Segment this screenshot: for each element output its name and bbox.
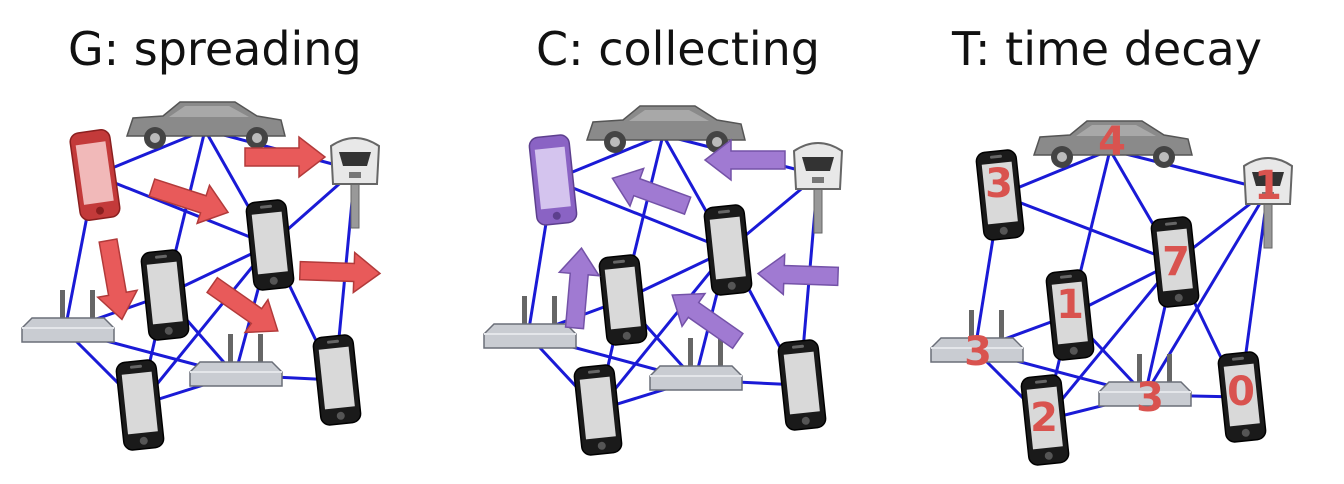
phone-icon: [572, 363, 624, 457]
panel-spreading: [21, 101, 382, 452]
decay-value-meter: 1: [1254, 163, 1282, 209]
phone-icon: [114, 358, 166, 452]
decay-value-router-center: 3: [1136, 375, 1164, 421]
phone-icon: [244, 198, 296, 292]
phone-icon: [311, 333, 363, 427]
panel-title-collecting: C: collecting: [536, 22, 820, 76]
phone-icon: [68, 127, 122, 223]
car-icon: [126, 101, 286, 150]
arrow-icon: [553, 245, 603, 331]
parking-meter-icon: [330, 137, 380, 229]
panel-title-spreading: G: spreading: [68, 22, 362, 76]
arrow-icon: [298, 249, 382, 295]
panel-collecting: [483, 105, 843, 457]
phone-icon: [139, 248, 191, 342]
arrow-icon: [87, 236, 143, 324]
panel-decay: 4 1 3 7 1 3 3 2 0: [930, 119, 1293, 467]
panel-title-decay: T: time decay: [952, 22, 1262, 76]
phone-icon: [776, 338, 828, 432]
phone-icon: [597, 253, 649, 347]
decay-value-phone-right: 7: [1162, 239, 1190, 285]
decay-value-phone-mid: 1: [1056, 282, 1084, 328]
decay-value-phone-bottom-right: 0: [1227, 369, 1255, 415]
router-icon: [189, 333, 283, 387]
decay-value-car: 4: [1098, 119, 1126, 165]
phone-icon: [702, 203, 754, 297]
car-icon: [586, 105, 746, 154]
decay-value-router-left: 3: [964, 329, 992, 375]
phone-icon: [527, 133, 579, 227]
decay-value-phone-bottom-left: 2: [1030, 395, 1058, 441]
decay-value-phone-top-left: 3: [985, 161, 1013, 207]
parking-meter-icon: [793, 142, 843, 234]
arrow-icon: [756, 252, 840, 298]
arrow-icon: [145, 167, 235, 233]
